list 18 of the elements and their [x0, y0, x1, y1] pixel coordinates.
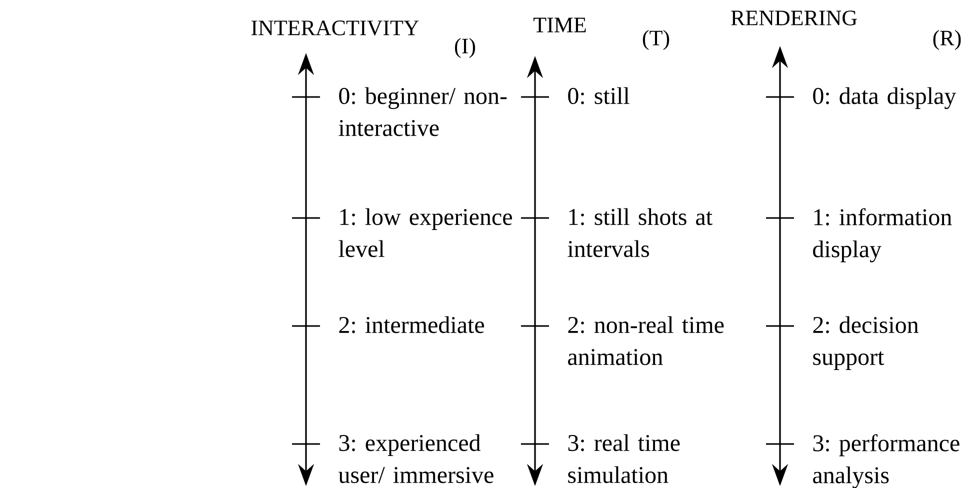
axis-symbol: (T): [642, 30, 670, 50]
scale-level-label: 3: real time simulation: [568, 434, 680, 484]
scale-level-label: 1: low experience level: [338, 208, 512, 258]
scale-level-label: 2: non-real time animation: [568, 316, 724, 366]
scale-level-label: 2: decision support: [813, 316, 918, 370]
axis-symbol: (R): [933, 30, 961, 50]
scale-level-label: 1: still shots at intervals: [568, 208, 712, 258]
axis-symbol: (I): [455, 38, 476, 58]
scale-level-label: 3: experienced user/ immersive: [338, 434, 494, 484]
axis-title: INTERACTIVITY: [252, 20, 419, 36]
scale-level-label: 2: intermediate: [339, 316, 484, 334]
scale-level-label: 1: information display: [813, 208, 952, 262]
scale-level-label: 3: performance analysis: [813, 434, 960, 488]
scale-level-label: 0: beginner/ non-interactive: [338, 87, 507, 136]
scale-level-label: 0: still: [568, 87, 630, 104]
axis-title: TIME: [534, 18, 586, 32]
scale-level-label: 0: data display: [813, 87, 956, 110]
axis-title: RENDERING: [731, 10, 857, 26]
